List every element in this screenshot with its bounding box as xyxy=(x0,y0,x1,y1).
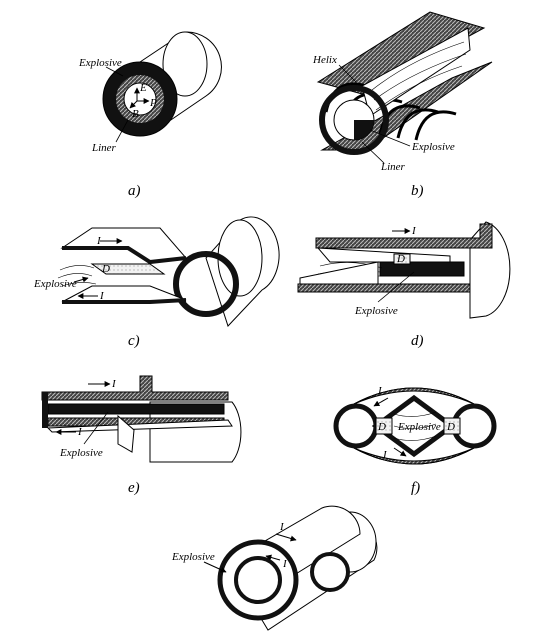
panel-b-liner-leader xyxy=(361,141,385,164)
panel-c-current-top-label: I xyxy=(96,235,102,247)
panel-g-current-outer-arrow xyxy=(275,533,297,542)
panel-f-explosive-label: Explosive xyxy=(397,421,441,433)
panel-f-current-bottom-label: I xyxy=(382,449,388,461)
panel-c-caption: c) xyxy=(128,333,140,349)
panel-g-right-loop xyxy=(310,552,350,592)
panel-a-cylinder-back-end xyxy=(162,31,208,97)
panel-f-left-ring xyxy=(333,403,379,449)
panel-d-explosive-rod xyxy=(379,261,465,277)
panel-e-explosive-leader xyxy=(83,411,109,445)
panel-e-current-top-label: I xyxy=(111,378,117,390)
panel-a-explosive-label: Explosive xyxy=(78,57,122,69)
panel-f-loop-generator: I D Explosive D I f) xyxy=(333,385,497,496)
panel-b-helical-generator: Helix Explosive Liner b) xyxy=(312,11,493,199)
panel-g-explosive-label: Explosive xyxy=(171,551,215,563)
panel-d-current-label: I xyxy=(411,225,417,237)
panel-g-current-outer-label: I xyxy=(279,521,285,533)
panel-f-explosive-grain xyxy=(393,411,437,441)
panel-c-explosive-charge xyxy=(90,263,166,275)
panel-d-coaxial-disc-generator: I D Explosive d) xyxy=(297,221,511,349)
panel-c-explosive-label: Explosive xyxy=(33,278,77,290)
panel-b-explosive-label: Explosive xyxy=(411,141,455,153)
panel-f-current-bottom-arrow xyxy=(393,447,407,457)
panel-f-d-right-label: D xyxy=(446,421,455,433)
panel-f-d-left-label: D xyxy=(377,421,386,433)
panel-d-explosive-label: Explosive xyxy=(354,305,398,317)
panel-e-explosive-charge xyxy=(47,403,225,415)
panel-e-explosive-label: Explosive xyxy=(59,447,103,459)
panel-a-explosive-leader xyxy=(105,66,124,77)
panel-c-d-label: D xyxy=(101,263,110,275)
panel-e-strip-coaxial-generator: I I Explosive e) xyxy=(41,375,242,496)
panel-e-crossover xyxy=(117,414,135,453)
panel-c-detonation-lines xyxy=(57,265,97,287)
panel-a-b-label: B xyxy=(132,108,139,120)
panel-g-loop-pair-generator: Explosive I I xyxy=(171,505,378,631)
panel-f-caption: f) xyxy=(411,480,420,496)
panel-d-bottom-conductor xyxy=(297,283,471,293)
panel-e-current-bottom-label: I xyxy=(77,426,83,438)
panel-a-liner-leader xyxy=(115,119,129,143)
panel-c-plate-generator: I D Explosive I c) xyxy=(33,216,280,349)
panel-d-outer-conductor xyxy=(315,223,493,249)
panel-d-lower-wedge xyxy=(299,261,379,285)
panel-a-caption: a) xyxy=(128,183,141,199)
panel-e-top-conductor xyxy=(41,375,229,401)
panel-e-cylinder xyxy=(149,401,242,463)
panel-d-d-region xyxy=(393,253,411,265)
panel-c-load-ring xyxy=(173,251,239,317)
panel-b-liner-label: Liner xyxy=(380,161,406,173)
panel-c-current-bottom-label: I xyxy=(99,290,105,302)
panel-a-p-label: P xyxy=(149,97,157,109)
panel-c-bottom-plate-edge xyxy=(62,298,187,304)
panel-b-helix-label: Helix xyxy=(312,54,337,66)
panel-b-liner-end xyxy=(319,85,389,155)
panel-a-liner-label: Liner xyxy=(91,142,117,154)
panel-f-left-d-block xyxy=(375,417,393,435)
panel-b-explosive-leader xyxy=(369,129,411,147)
panel-d-inner-cone-top xyxy=(316,247,451,263)
panel-c-top-plate xyxy=(60,227,188,263)
panel-e-caption: e) xyxy=(128,480,140,496)
panel-e-end-plate xyxy=(42,392,48,428)
panel-b-helix-leader xyxy=(338,64,357,83)
panel-g-current-inner-label: I xyxy=(282,558,288,570)
panel-g-inner-loop xyxy=(234,556,282,604)
panel-e-bottom-rail xyxy=(46,419,233,433)
panel-g-explosive-arrow xyxy=(203,561,227,573)
panel-b-caption: b) xyxy=(411,183,424,199)
panel-c-top-plate-edge xyxy=(62,246,187,265)
panel-f-current-top-arrow xyxy=(373,397,389,407)
panel-d-explosive-leader xyxy=(377,271,415,303)
panel-b-core-quarter-fill xyxy=(354,120,374,140)
panel-c-explosive-arrow xyxy=(73,276,89,283)
panel-a-cylindrical-generator: E P B Explosive Liner a) xyxy=(78,31,222,199)
panel-d-d-label: D xyxy=(396,253,405,265)
panel-f-right-d-block xyxy=(443,417,461,435)
panel-g-current-inner-arrow xyxy=(265,554,281,561)
panel-a-b-vector xyxy=(129,100,138,109)
panel-a-e-label: E xyxy=(139,82,147,94)
panel-d-caption: d) xyxy=(411,333,424,349)
panel-f-current-top-label: I xyxy=(377,385,383,397)
